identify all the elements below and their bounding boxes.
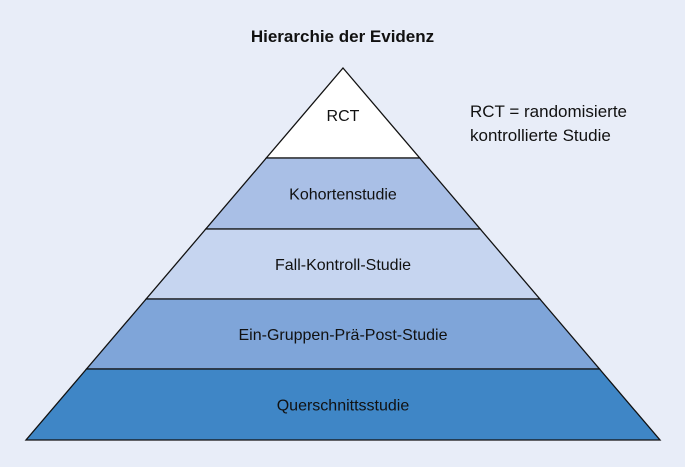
legend: RCT = randomisierte kontrollierte Studie [470,100,627,148]
pyramid-level-label-3: Fall-Kontroll-Studie [275,257,411,274]
pyramid-level-label-5: Querschnittsstudie [277,398,410,415]
diagram-title: Hierarchie der Evidenz [250,27,435,46]
legend-line-2: kontrollierte Studie [470,126,611,145]
legend-line-1: RCT = randomisierte [470,102,627,121]
pyramid-level-label-1: RCT [327,108,360,125]
pyramid-level-5 [24,368,662,441]
pyramid-level-label-2: Kohortenstudie [289,187,397,204]
pyramid-level-label-4: Ein-Gruppen-Prä-Post-Studie [239,327,448,344]
